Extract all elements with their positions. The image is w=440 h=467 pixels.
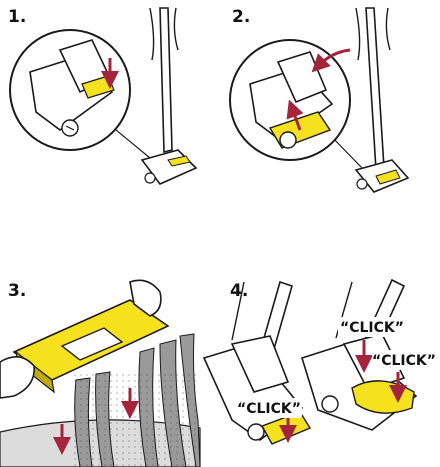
wheel-icon-3 (248, 424, 264, 440)
step-3-panel: 3. (0, 280, 200, 467)
vacuum-handle-2 (366, 8, 384, 170)
wheel-small (145, 173, 155, 183)
step-3-number: 3. (8, 281, 26, 301)
step-4-panel: 4. “CLICK” “CLICK” “CLICK” (204, 280, 440, 444)
floor-head-left (204, 336, 310, 444)
left-hand (0, 357, 34, 398)
click-label-right: “CLICK” (372, 353, 436, 369)
wheel-icon-4 (322, 396, 338, 412)
step-2-number: 2. (232, 7, 250, 27)
click-label-left: “CLICK” (237, 401, 301, 417)
step-1-panel: 1. (8, 7, 196, 184)
wheel-icon-2 (280, 132, 296, 148)
step-2-panel: 2. (230, 7, 408, 192)
step-4-number: 4. (230, 281, 248, 301)
click-label-mid: “CLICK” (340, 320, 404, 336)
vacuum-handle (160, 8, 172, 152)
step-1-number: 1. (8, 7, 26, 27)
hand-outline-2 (174, 8, 178, 50)
hand-outline (150, 8, 154, 60)
